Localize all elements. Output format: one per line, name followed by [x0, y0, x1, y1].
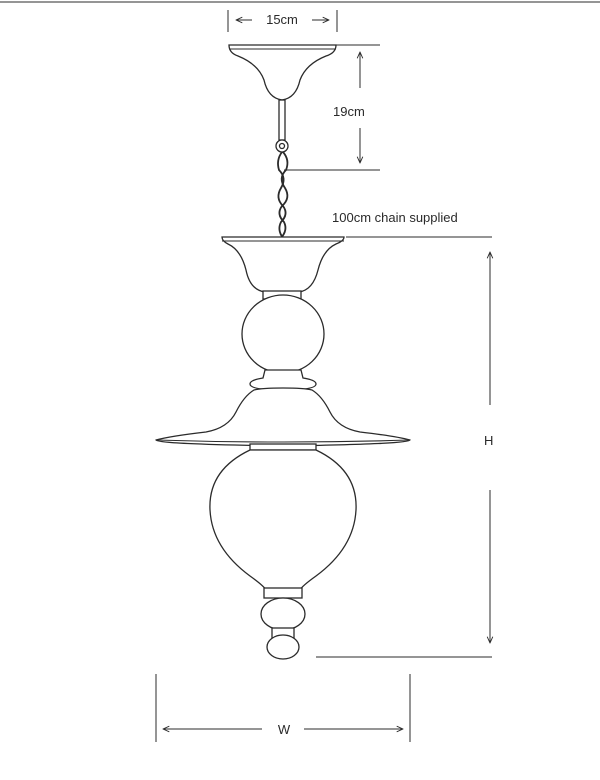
suspension-chain	[275, 99, 289, 239]
glass-ball	[241, 294, 325, 374]
teardrop-glass	[209, 449, 357, 591]
ceiling-width-dimension: 15cm	[227, 10, 338, 32]
chain-note: 100cm chain supplied	[332, 210, 458, 225]
height-dimension: H	[316, 252, 493, 658]
finial-base	[263, 587, 303, 599]
middle-collar	[249, 369, 317, 391]
finial	[260, 597, 306, 660]
width-dimension: W	[155, 674, 411, 742]
canopy-height-dimension: 19cm	[284, 44, 380, 171]
height-label: H	[484, 433, 493, 448]
lower-collar	[249, 443, 317, 451]
ceiling-rose	[228, 44, 337, 101]
canopy-height-label: 19cm	[333, 104, 365, 119]
width-label: W	[278, 722, 291, 737]
hat-shade	[155, 387, 411, 447]
ceiling-width-label: 15cm	[266, 12, 298, 27]
upper-gallery	[221, 236, 345, 293]
